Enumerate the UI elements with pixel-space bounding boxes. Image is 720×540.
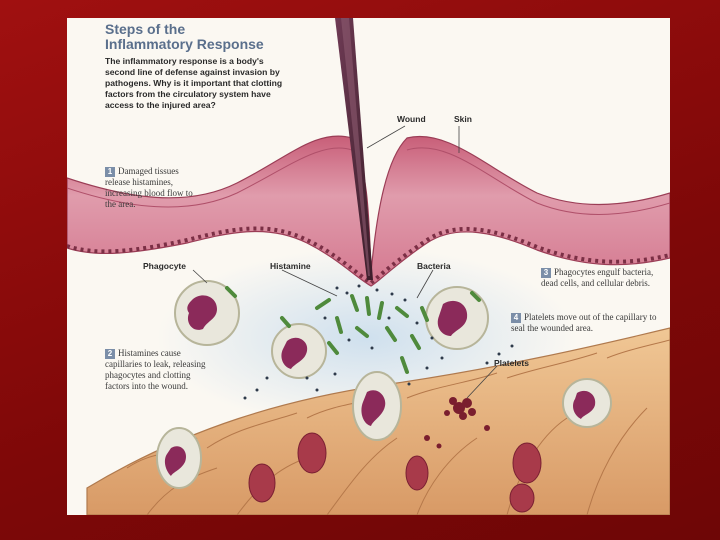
step-4-text: Platelets move out of the capillary to s… — [511, 312, 656, 333]
step-3-number: 3 — [541, 268, 551, 278]
label-platelets: Platelets — [494, 358, 529, 368]
label-histamine: Histamine — [270, 261, 311, 271]
title-line-1: Steps of the — [105, 21, 185, 37]
step-2-text: Histamines cause capillaries to leak, re… — [105, 348, 205, 391]
step-4-number: 4 — [511, 313, 521, 323]
title-line-2: Inflammatory Response — [105, 36, 264, 52]
intro-text: The inflammatory response is a body's se… — [105, 56, 285, 111]
figure-title: Steps of the Inflammatory Response — [105, 22, 264, 52]
step-3-text: Phagocytes engulf bacteria, dead cells, … — [541, 267, 653, 288]
label-skin: Skin — [454, 114, 472, 124]
step-2-number: 2 — [105, 349, 115, 359]
label-bacteria: Bacteria — [417, 261, 451, 271]
label-wound: Wound — [397, 114, 426, 124]
diagram-panel: Steps of the Inflammatory Response The i… — [67, 18, 670, 515]
step-1-number: 1 — [105, 167, 115, 177]
step-1-text: Damaged tissues release histamines, incr… — [105, 166, 193, 209]
label-phagocyte: Phagocyte — [143, 261, 186, 271]
